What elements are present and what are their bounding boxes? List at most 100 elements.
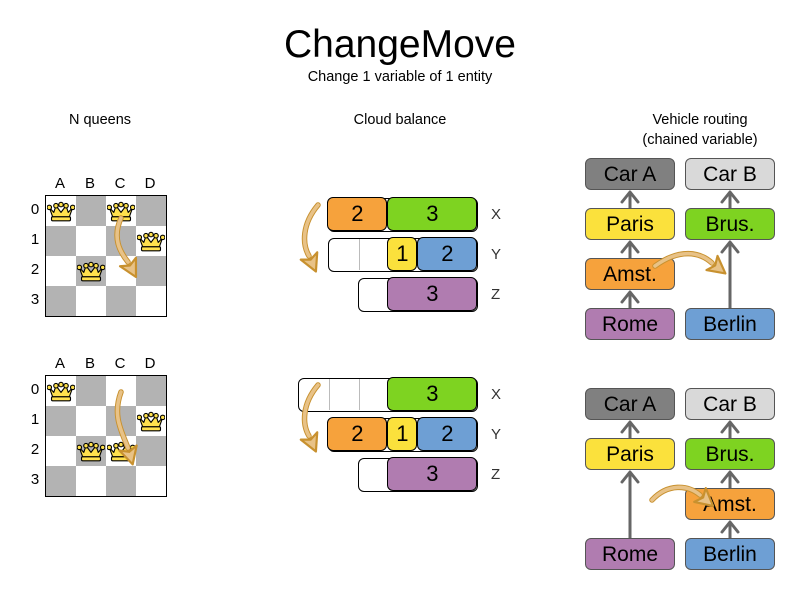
vrp-node-label: Amst. (603, 262, 657, 286)
vrp-node-amst-before[interactable]: Amst. (585, 258, 675, 290)
board-cell-C3[interactable] (106, 466, 136, 496)
vrp-node-label: Rome (601, 542, 659, 566)
cloud-unit-divider (329, 379, 330, 410)
page-title: ChangeMove (284, 23, 516, 66)
board-cell-D3[interactable] (136, 286, 166, 316)
board-rank-label-3: 3 (30, 291, 40, 308)
queen-icon (77, 441, 105, 462)
vrp-node-brus-before[interactable]: Brus. (685, 208, 775, 240)
cloud-process-x-0[interactable]: 2 (327, 197, 388, 232)
board-cell-B0[interactable] (76, 376, 106, 406)
cloud-computer-label-x: X (491, 206, 502, 223)
board-cell-B0[interactable] (76, 196, 106, 226)
vrp-node-label: Rome (601, 312, 659, 336)
cloud-process-x-1[interactable]: 3 (387, 197, 478, 232)
vrp-node-carb-before[interactable]: Car B (685, 158, 775, 190)
queen-icon (47, 201, 75, 222)
cloud-process-y-0[interactable]: 2 (327, 417, 388, 452)
cloud-process-z-0[interactable]: 3 (387, 277, 478, 312)
cloud-process-y-0[interactable]: 1 (387, 237, 418, 272)
cloud-process-y-1[interactable]: 1 (387, 417, 418, 452)
board-cell-D1[interactable] (136, 406, 166, 436)
board-cell-B1[interactable] (76, 226, 106, 256)
board-cell-C0[interactable] (106, 376, 136, 406)
board-file-label-b: B (84, 355, 95, 372)
board-cell-C0[interactable] (106, 196, 136, 226)
vrp-edge-arrowhead (620, 420, 640, 434)
cloud-process-value: 3 (426, 381, 439, 407)
cloud-process-value: 3 (426, 461, 439, 487)
board-cell-D0[interactable] (136, 376, 166, 406)
chessboard-before (45, 195, 167, 317)
board-cell-B2[interactable] (76, 436, 106, 466)
vrp-node-rome-before[interactable]: Rome (585, 308, 675, 340)
board-cell-B3[interactable] (76, 286, 106, 316)
cloud-process-x-0[interactable]: 3 (387, 377, 478, 412)
vrp-node-cara-before[interactable]: Car A (585, 158, 675, 190)
board-cell-A1[interactable] (46, 226, 76, 256)
vrp-node-brus-after[interactable]: Brus. (685, 438, 775, 470)
vrp-node-paris-before[interactable]: Paris (585, 208, 675, 240)
board-cell-D2[interactable] (136, 436, 166, 466)
vrp-node-label: Amst. (703, 492, 757, 516)
cloud-process-y-2[interactable]: 2 (417, 417, 478, 452)
queen-icon (47, 381, 75, 402)
board-cell-A0[interactable] (46, 376, 76, 406)
board-cell-C3[interactable] (106, 286, 136, 316)
vrp-node-label: Car A (603, 392, 657, 416)
queen-icon (137, 411, 165, 432)
vrp-node-label: Berlin (703, 312, 757, 336)
vrp-edge-arrowhead (620, 470, 640, 484)
board-cell-C1[interactable] (106, 226, 136, 256)
cloud-move-arrow-before (301, 202, 321, 259)
board-cell-A1[interactable] (46, 406, 76, 436)
vrp-edge-arrowhead (720, 190, 740, 204)
board-cell-A2[interactable] (46, 256, 76, 286)
cloud-computer-z-before[interactable]: 3 (358, 277, 478, 312)
cloud-computer-x-after[interactable]: 3 (298, 377, 478, 412)
board-cell-A2[interactable] (46, 436, 76, 466)
board-cell-A3[interactable] (46, 286, 76, 316)
board-file-label-a: A (54, 175, 65, 192)
cloud-unit-divider (359, 379, 360, 410)
board-cell-D2[interactable] (136, 256, 166, 286)
cloud-process-value: 2 (441, 241, 454, 267)
board-cell-C2[interactable] (106, 256, 136, 286)
board-rank-label-1: 1 (30, 411, 40, 428)
board-cell-A3[interactable] (46, 466, 76, 496)
vrp-node-cara-after[interactable]: Car A (585, 388, 675, 420)
board-cell-D3[interactable] (136, 466, 166, 496)
cloud-process-value: 3 (426, 201, 439, 227)
board-cell-A0[interactable] (46, 196, 76, 226)
board-cell-B2[interactable] (76, 256, 106, 286)
queen-icon (137, 231, 165, 252)
board-cell-B1[interactable] (76, 406, 106, 436)
queen-icon (107, 441, 135, 462)
cloud-move-arrow-after-head (299, 431, 319, 453)
vrp-node-carb-after[interactable]: Car B (685, 388, 775, 420)
board-file-label-c: C (114, 355, 126, 372)
board-cell-C1[interactable] (106, 406, 136, 436)
cloud-computer-label-x: X (491, 386, 502, 403)
vrp-node-rome-after[interactable]: Rome (585, 538, 675, 570)
board-file-label-d: D (144, 175, 156, 192)
board-cell-D0[interactable] (136, 196, 166, 226)
cloud-computer-label-z: Z (491, 286, 501, 303)
board-cell-D1[interactable] (136, 226, 166, 256)
vrp-node-berlin-after[interactable]: Berlin (685, 538, 775, 570)
vrp-edge-arrowhead (720, 470, 740, 484)
board-cell-B3[interactable] (76, 466, 106, 496)
vrp-node-paris-after[interactable]: Paris (585, 438, 675, 470)
cloud-process-y-1[interactable]: 2 (417, 237, 478, 272)
cloud-computer-z-after[interactable]: 3 (358, 457, 478, 492)
cloud-computer-label-y: Y (491, 246, 502, 263)
cloud-process-z-0[interactable]: 3 (387, 457, 478, 492)
board-cell-C2[interactable] (106, 436, 136, 466)
vrp-node-amst-after[interactable]: Amst. (685, 488, 775, 520)
vrp-move-arrow-before-head (705, 254, 727, 275)
vrp-node-berlin-before[interactable]: Berlin (685, 308, 775, 340)
vrp-node-label: Car A (603, 162, 657, 186)
